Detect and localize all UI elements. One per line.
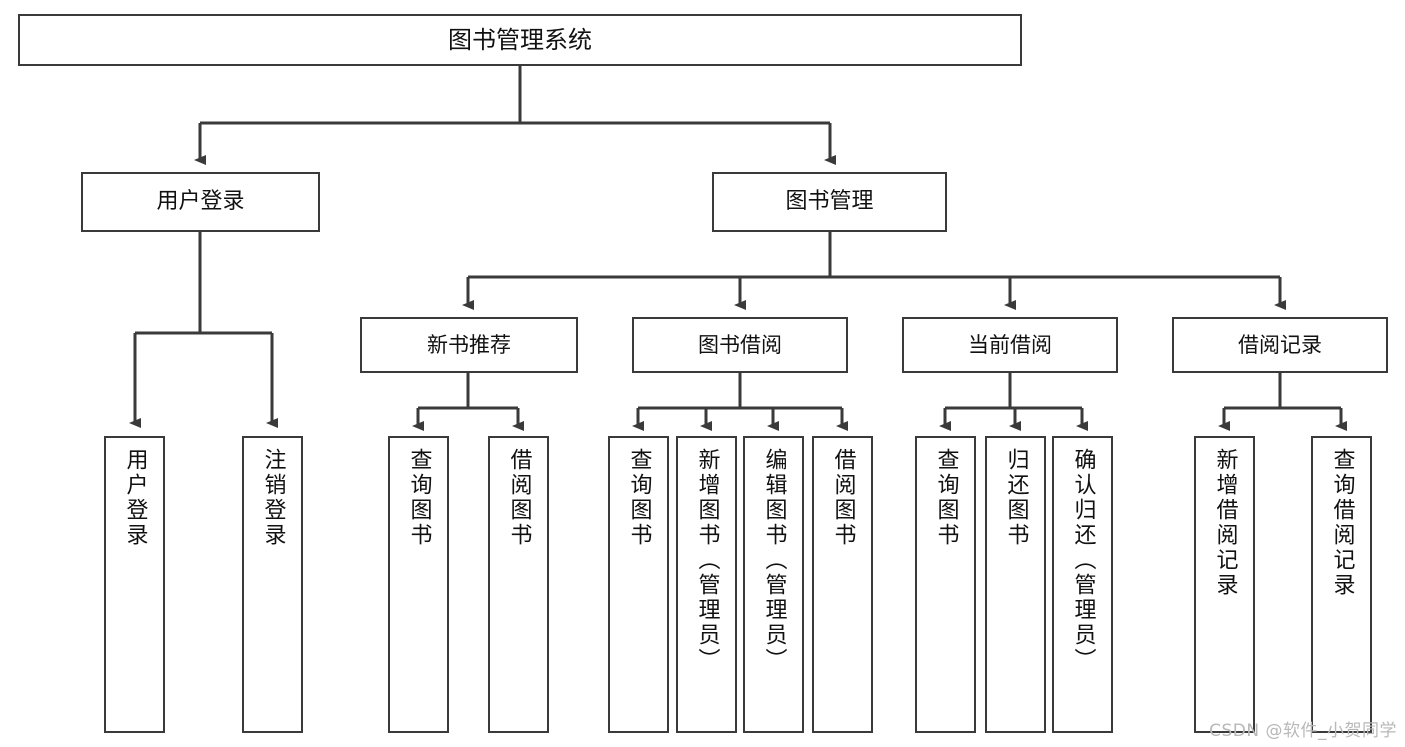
leaf-query-book-current[interactable]: 查询图书 (915, 436, 976, 733)
node-current-borrow[interactable]: 当前借阅 (902, 317, 1118, 373)
node-label: 当前借阅 (968, 332, 1052, 357)
leaf-edit-book[interactable]: 编辑图书（管理员） (743, 436, 804, 733)
node-label: 用户登录 (122, 448, 148, 548)
node-book-borrow[interactable]: 图书借阅 (632, 317, 848, 373)
node-label: 确认归还（管理员） (1070, 448, 1096, 673)
leaf-query-book-borrow[interactable]: 查询图书 (608, 436, 669, 733)
node-label: 图书管理 (785, 189, 874, 215)
leaf-add-borrow-record[interactable]: 新增借阅记录 (1194, 436, 1255, 733)
leaf-confirm-return[interactable]: 确认归还（管理员） (1052, 436, 1113, 733)
leaf-return-book[interactable]: 归还图书 (985, 436, 1046, 733)
leaf-borrow-book-newrec[interactable]: 借阅图书 (488, 436, 549, 733)
leaf-user-login[interactable]: 用户登录 (104, 436, 165, 733)
node-label: 查询借阅记录 (1329, 448, 1355, 598)
node-user-login[interactable]: 用户登录 (81, 172, 320, 232)
leaf-user-logout[interactable]: 注销登录 (242, 436, 303, 733)
leaf-query-borrow-record[interactable]: 查询借阅记录 (1311, 436, 1372, 733)
leaf-query-book-newrec[interactable]: 查询图书 (388, 436, 449, 733)
watermark-text: CSDN @软件_小贺同学 (1209, 721, 1397, 741)
leaf-add-book[interactable]: 新增图书（管理员） (676, 436, 737, 733)
node-label: 借阅图书 (506, 448, 532, 548)
node-new-book-rec[interactable]: 新书推荐 (360, 317, 578, 373)
node-label: 归还图书 (1003, 448, 1029, 548)
node-label: 查询图书 (626, 448, 652, 548)
node-label: 新书推荐 (427, 332, 511, 357)
node-label: 注销登录 (260, 448, 286, 548)
node-root-system[interactable]: 图书管理系统 (18, 14, 1022, 66)
node-label: 图书借阅 (698, 332, 782, 357)
leaf-borrow-book-borrow[interactable]: 借阅图书 (812, 436, 873, 733)
node-label: 新增图书（管理员） (694, 448, 720, 673)
node-label: 查询图书 (933, 448, 959, 548)
node-label: 借阅记录 (1238, 332, 1322, 357)
node-label: 图书管理系统 (448, 25, 592, 54)
node-book-manage[interactable]: 图书管理 (712, 172, 947, 232)
node-label: 查询图书 (406, 448, 432, 548)
node-label: 用户登录 (156, 189, 245, 215)
node-borrow-record[interactable]: 借阅记录 (1172, 317, 1388, 373)
node-label: 编辑图书（管理员） (761, 448, 787, 673)
node-label: 借阅图书 (830, 448, 856, 548)
node-label: 新增借阅记录 (1212, 448, 1238, 598)
